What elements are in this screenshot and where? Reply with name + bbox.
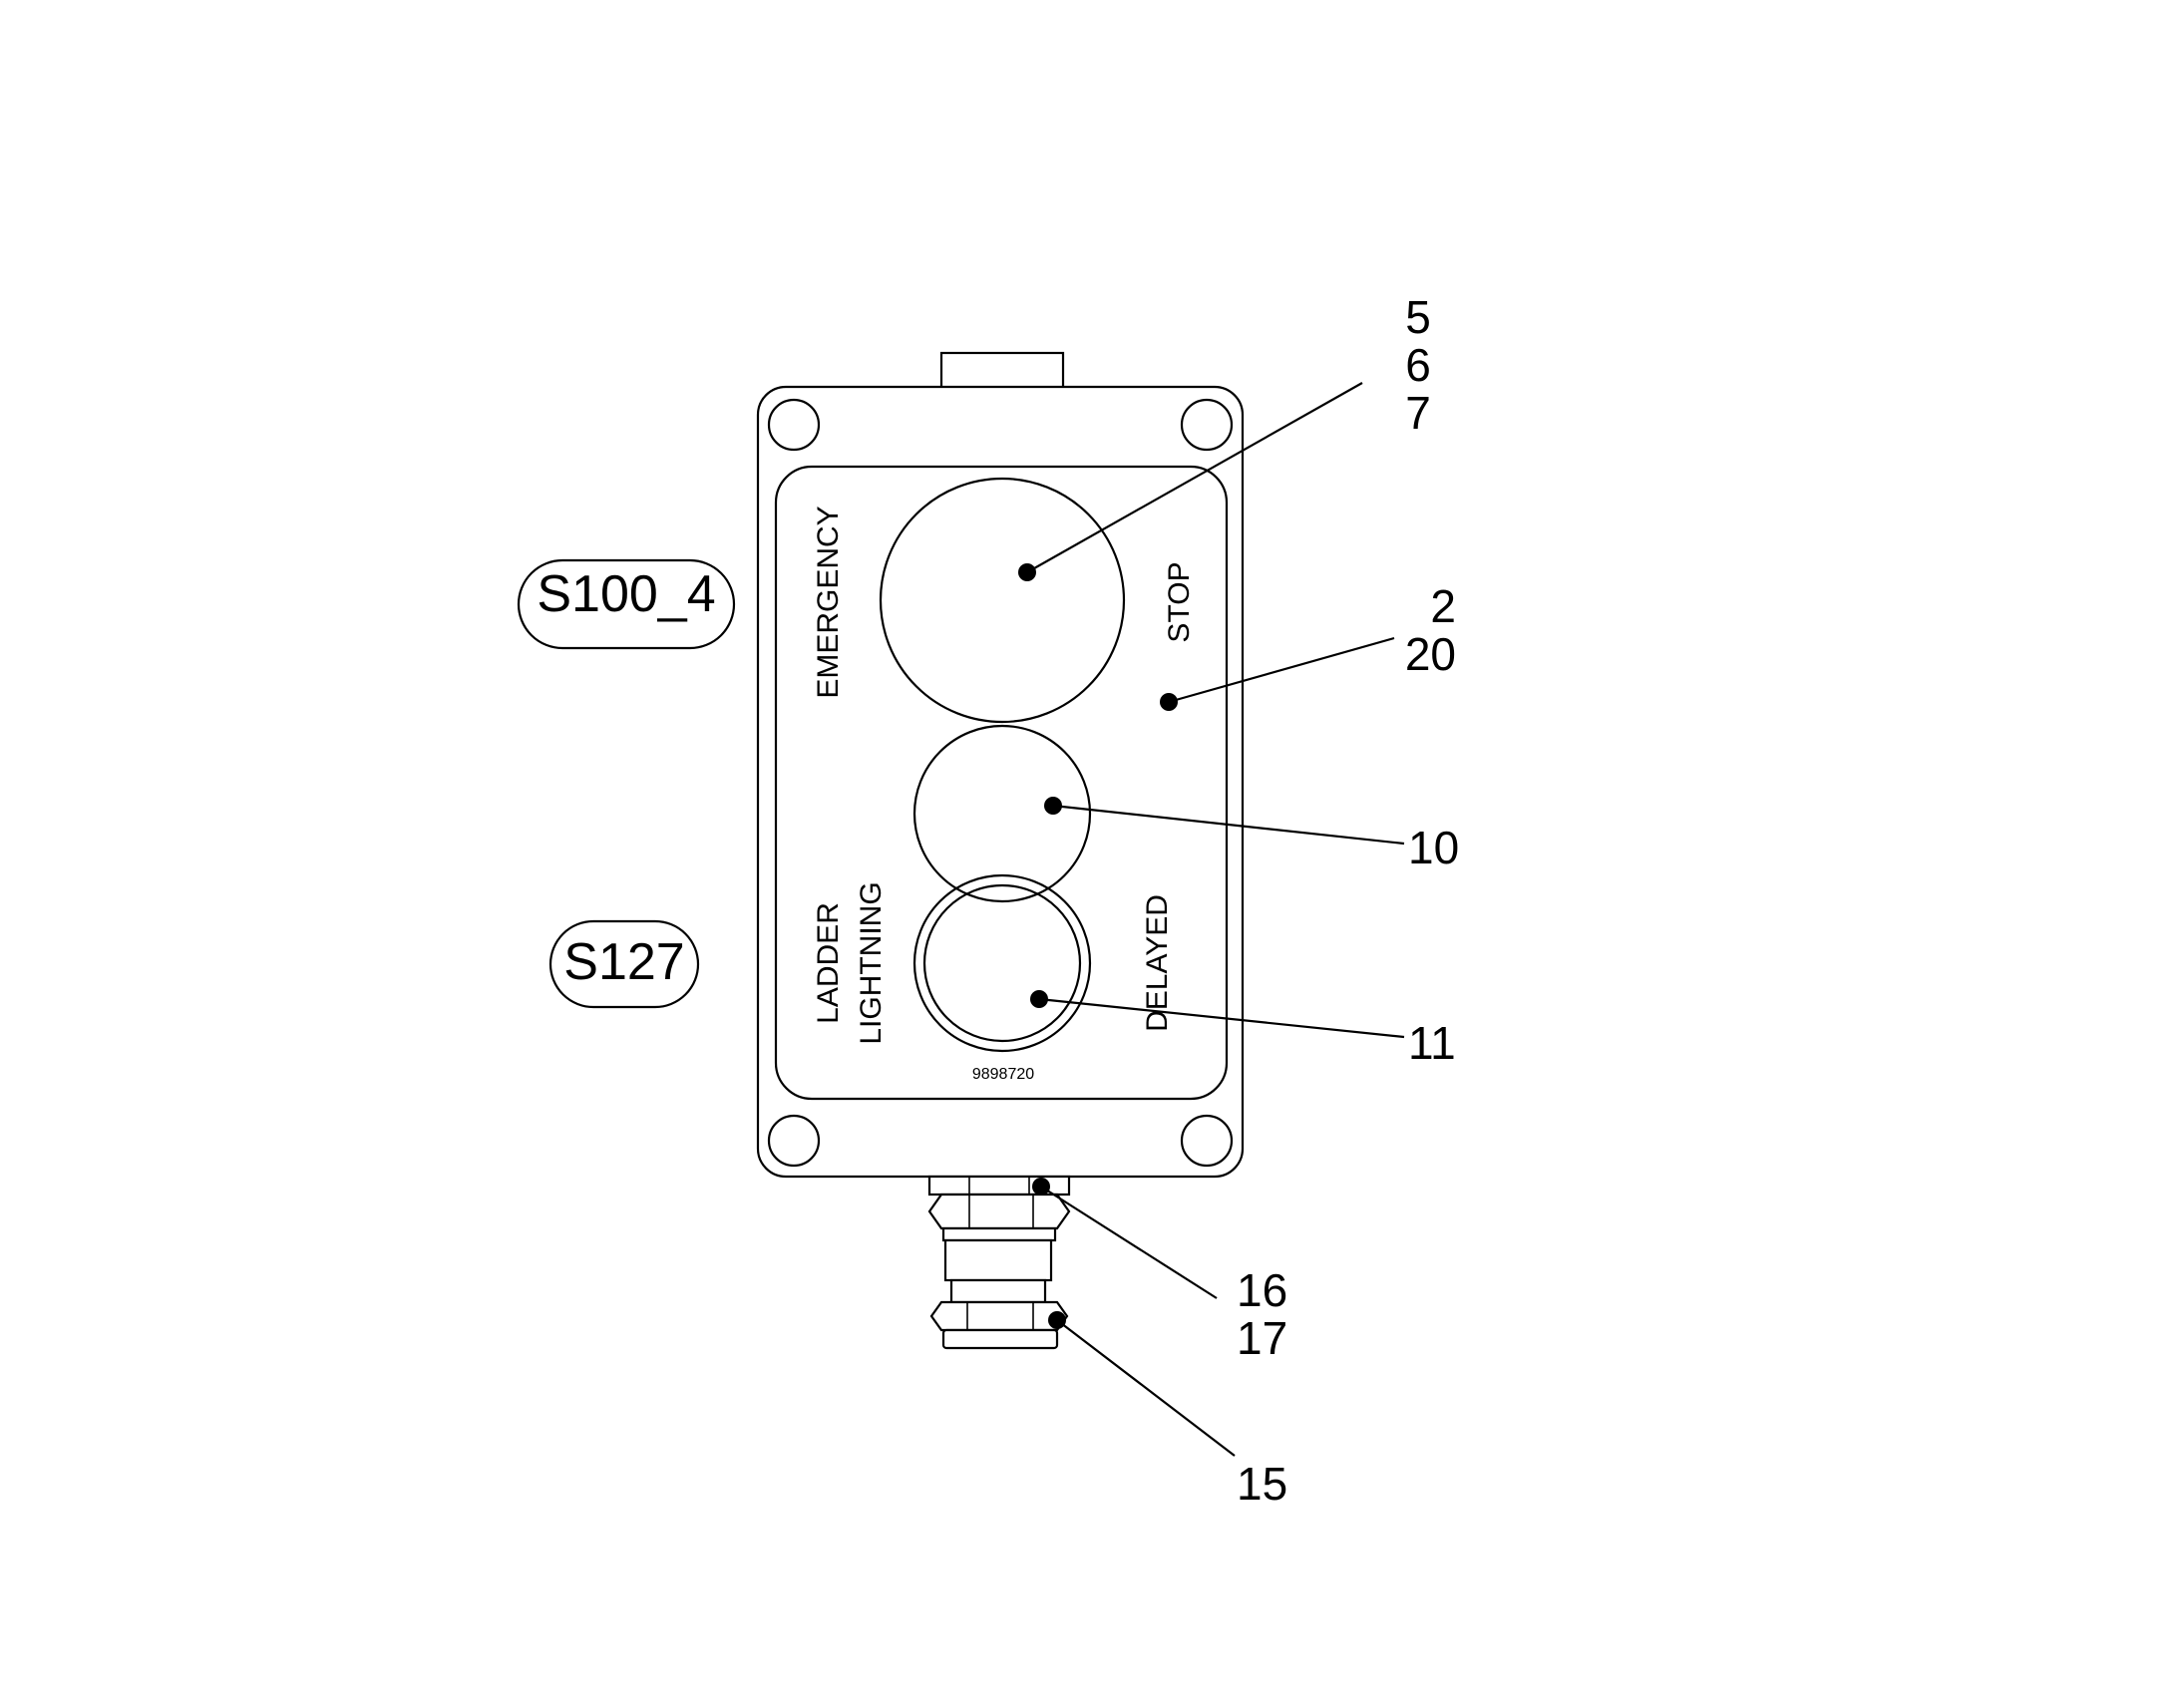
callout-16-17: 16 17 (1237, 1264, 1287, 1364)
top-connector-tab (939, 351, 1065, 391)
tag-s127: S127 (548, 919, 700, 1009)
leader-dot-16-17 (1032, 1178, 1050, 1196)
leader-dot-10 (1044, 797, 1062, 815)
corner-hole-top-left (767, 398, 821, 452)
corner-hole-bottom-right (1180, 1114, 1234, 1168)
leader-dot-11 (1030, 990, 1048, 1008)
callout-6: 6 (1405, 339, 1431, 391)
label-delayed: DELAYED (1141, 894, 1174, 1032)
callout-2-20: 2 20 (1405, 580, 1456, 680)
part-number-label: 9898720 (972, 1066, 1034, 1083)
enclosure-body (756, 385, 1245, 1179)
callout-15: 15 (1237, 1458, 1287, 1510)
ladder-lightning-button-inner (922, 883, 1082, 1043)
callout-20: 20 (1405, 628, 1456, 680)
label-emergency: EMERGENCY (812, 506, 845, 698)
corner-hole-bottom-left (767, 1114, 821, 1168)
emergency-stop-button (879, 477, 1126, 724)
middle-button (912, 724, 1092, 903)
callout-11: 11 (1408, 1017, 1456, 1069)
callout-7: 7 (1405, 387, 1431, 439)
leader-2-20 (1168, 636, 1395, 704)
callout-2: 2 (1430, 580, 1456, 632)
callout-5: 5 (1405, 291, 1431, 343)
cable-gland (927, 1175, 1071, 1350)
leader-15 (1056, 1319, 1236, 1457)
leader-16-17 (1040, 1186, 1218, 1299)
leader-10 (1052, 804, 1405, 846)
corner-hole-top-right (1180, 398, 1234, 452)
callout-16: 16 (1237, 1264, 1287, 1316)
leader-lines (1018, 382, 1405, 1457)
tag-s100-4: S100_4 (517, 558, 736, 650)
callout-10: 10 (1408, 822, 1459, 873)
leader-dot-15 (1048, 1311, 1066, 1329)
tag-s100-4-label: S100_4 (537, 565, 715, 623)
label-lightning: LIGHTNING (855, 881, 888, 1044)
leader-11 (1038, 997, 1405, 1039)
ladder-lightning-button-outer (912, 873, 1092, 1053)
label-ladder: LADDER (812, 902, 845, 1024)
leader-567 (1026, 382, 1363, 573)
leader-dot-2-20 (1160, 693, 1178, 711)
label-plate (774, 465, 1229, 1101)
leader-dot-567 (1018, 563, 1036, 581)
label-stop: STOP (1163, 561, 1196, 642)
callout-17: 17 (1237, 1312, 1287, 1364)
callout-567: 5 6 7 (1405, 291, 1431, 439)
tag-s127-label: S127 (563, 933, 684, 991)
